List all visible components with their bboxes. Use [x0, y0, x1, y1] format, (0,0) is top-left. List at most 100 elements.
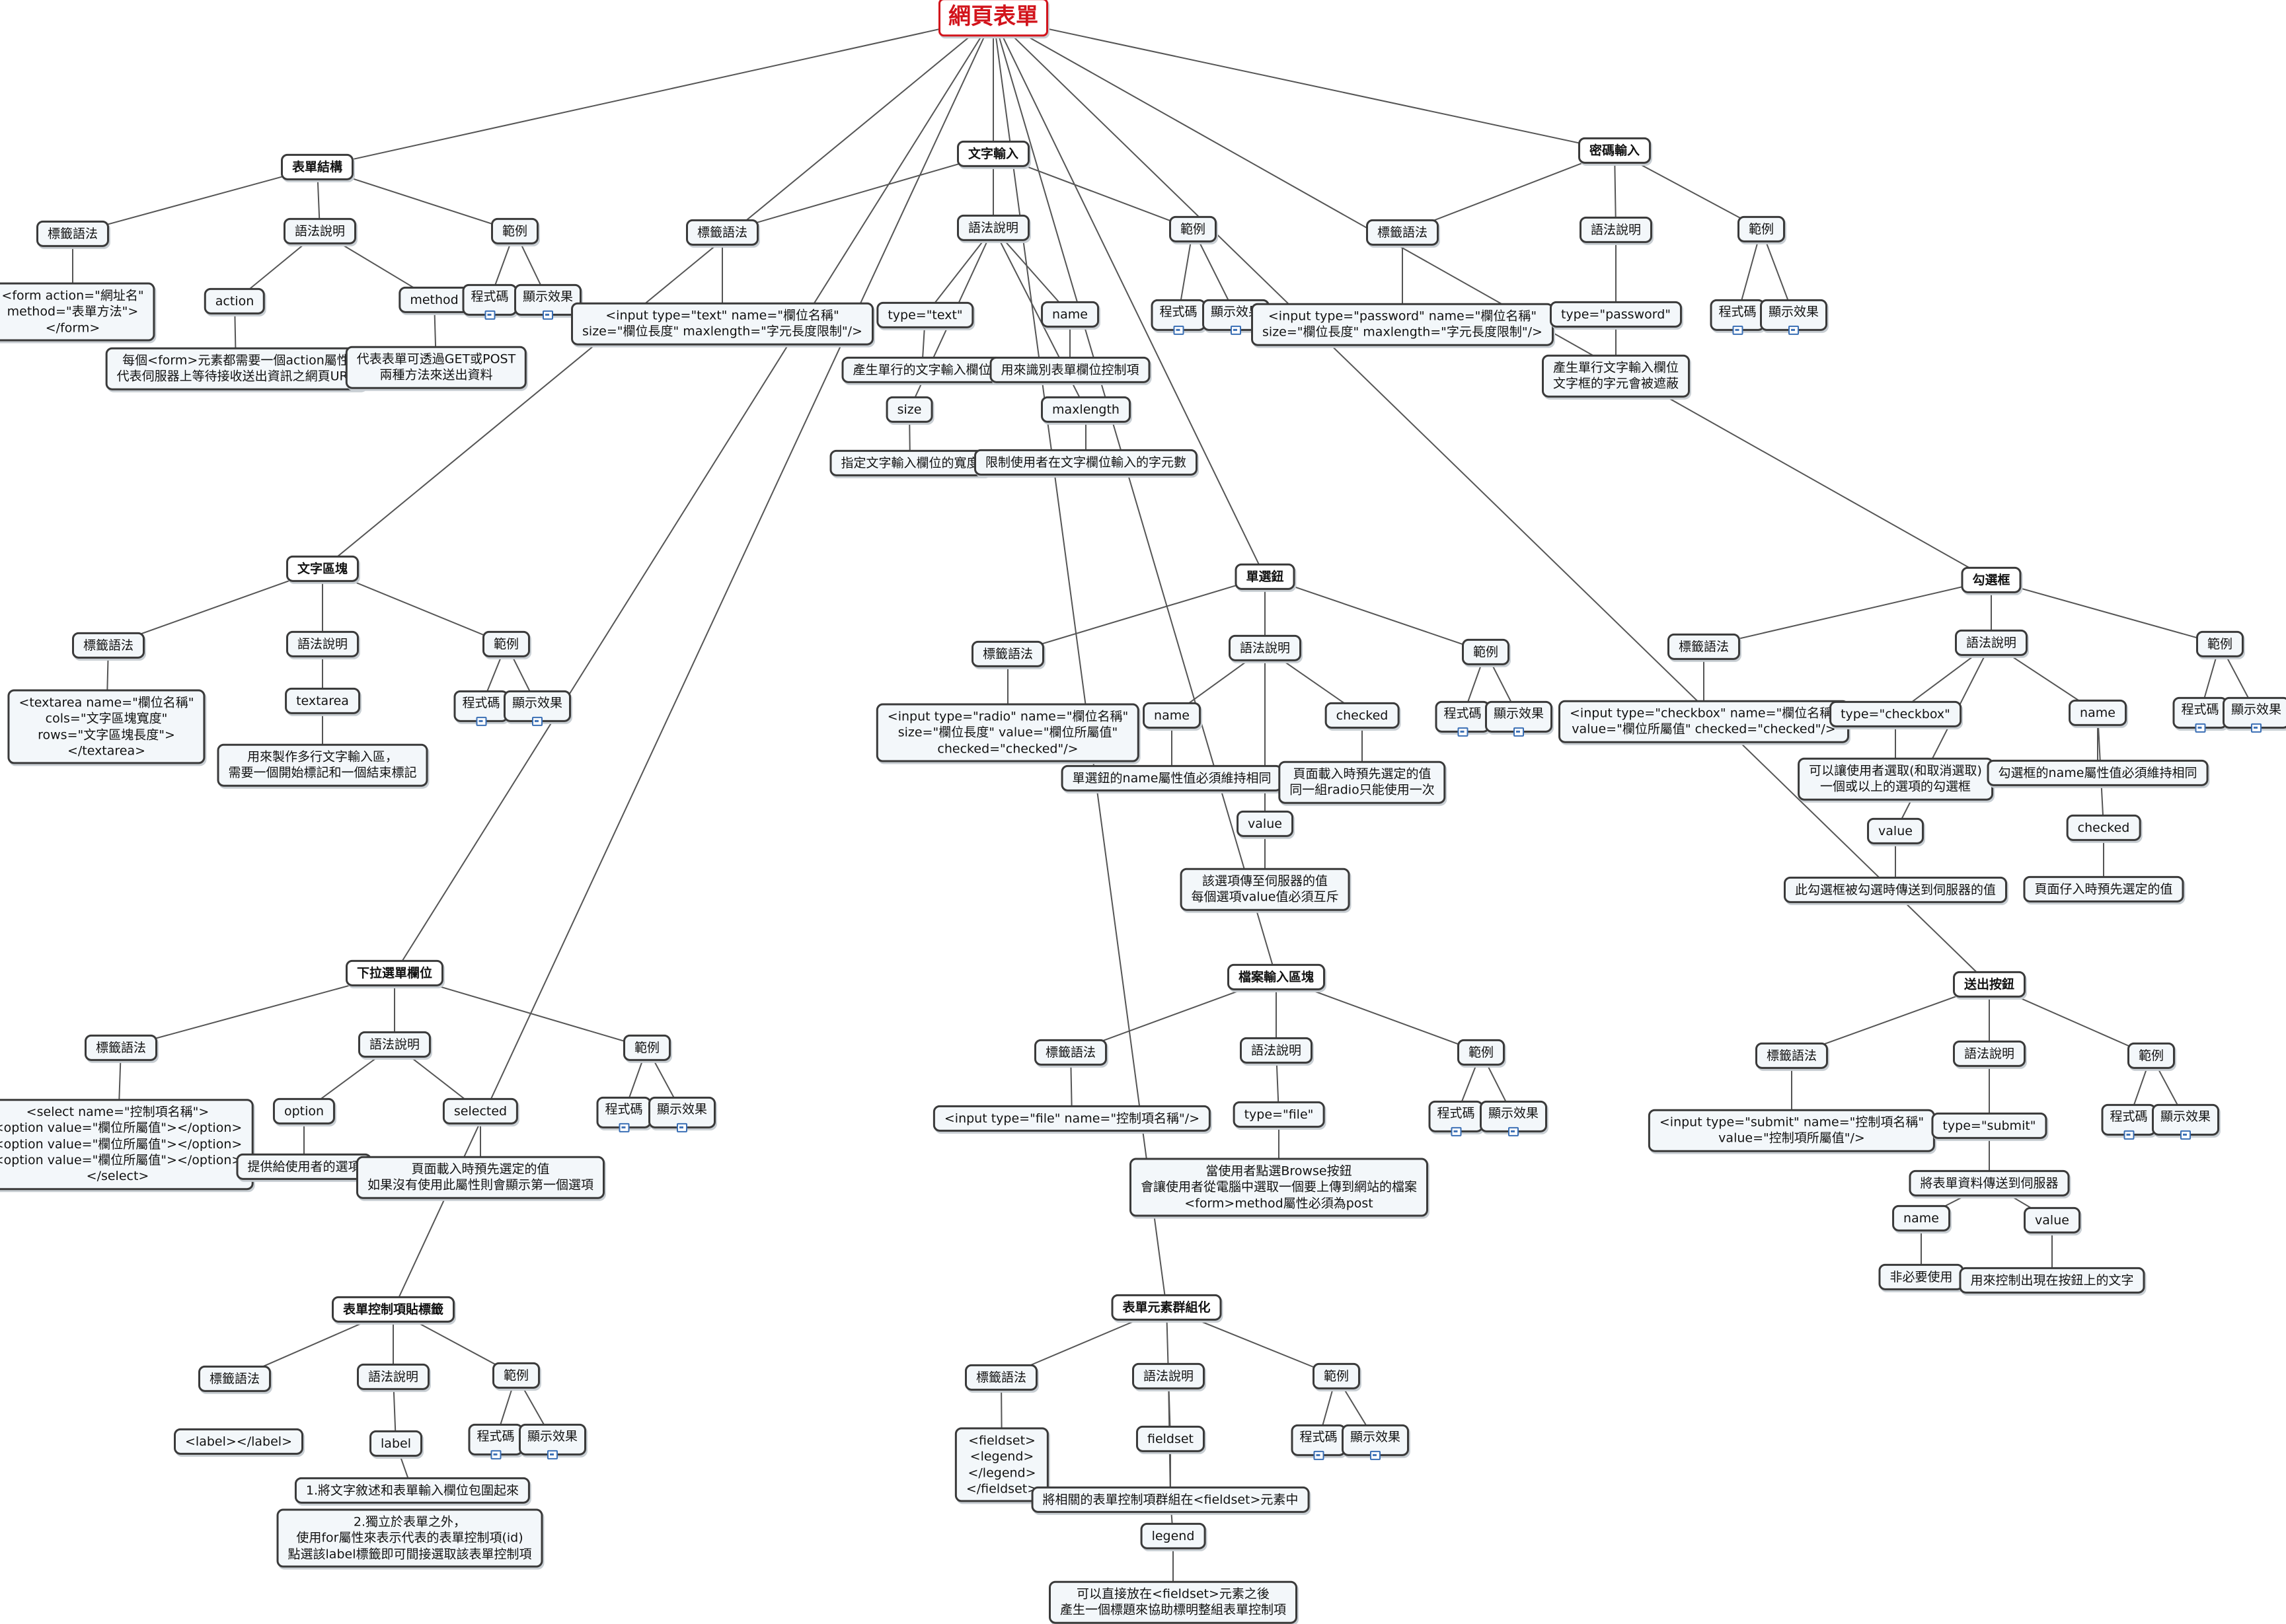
edge-pw-to-pw-tag — [1402, 150, 1615, 233]
node-text: 表單元素群組化 — [1122, 1300, 1211, 1315]
node-text: maxlength — [1052, 402, 1120, 417]
document-icon[interactable] — [2123, 1130, 2134, 1140]
node-fs-code: <form action="網址名" method="表單方法"> </form… — [0, 282, 155, 342]
document-icon[interactable] — [618, 1123, 629, 1133]
node-text: 範例 — [503, 1368, 529, 1383]
document-icon[interactable] — [2180, 1130, 2191, 1140]
document-icon[interactable] — [1172, 326, 1184, 336]
node-lb-ex: 範例 — [492, 1362, 541, 1389]
node-sel-res: 顯示效果 — [648, 1096, 716, 1133]
node-pw-ex: 範例 — [1737, 215, 1786, 243]
node-text: 顯示效果 — [1488, 1105, 1539, 1121]
node-fs-method-d: 代表表單可透過GET或POST 兩種方法來送出資料 — [345, 346, 527, 389]
node-cb-src: 程式碼 — [2172, 696, 2228, 733]
node-text: 程式碼 — [2110, 1109, 2148, 1124]
node-sel-opt: option — [272, 1097, 336, 1125]
node-text: <label></label> — [185, 1434, 292, 1449]
node-text: 勾選框 — [1972, 572, 2010, 587]
node-sb-tag: 標籤語法 — [1755, 1042, 1829, 1070]
node-ta: 文字區塊 — [286, 555, 360, 583]
document-icon[interactable] — [490, 1450, 501, 1460]
node-ta-code: <textarea name="欄位名稱" cols="文字區塊寬度" rows… — [7, 689, 206, 764]
node-text: 非必要使用 — [1889, 1269, 1953, 1284]
node-fi-syn: 語法說明 — [1239, 1037, 1313, 1064]
node-text: 標籤語法 — [1045, 1045, 1096, 1060]
node-fi-ex: 範例 — [1457, 1039, 1505, 1066]
node-text: 語法說明 — [1590, 222, 1642, 237]
node-text: 程式碼 — [2181, 702, 2219, 717]
document-icon[interactable] — [1732, 326, 1743, 336]
node-cb-checked-d: 頁面仔入時預先選定的值 — [2023, 875, 2184, 903]
node-text: 用來識別表單欄位控制項 — [1001, 362, 1139, 377]
node-text: 語法說明 — [1250, 1043, 1302, 1058]
node-pw: 密碼輸入 — [1578, 137, 1652, 165]
node-text: <input type="file" name="控制項名稱"/> — [944, 1111, 1200, 1126]
node-text: 可以直接放在<fieldset>元素之後 產生一個標題來協助標明整組表單控制項 — [1059, 1586, 1287, 1617]
document-icon[interactable] — [484, 311, 495, 320]
node-ti-maxl-d: 限制使用者在文字欄位輸入的字元數 — [973, 449, 1198, 476]
document-icon[interactable] — [1230, 326, 1241, 336]
node-cb-tag: 標籤語法 — [1667, 633, 1741, 661]
node-fg-tag: 標籤語法 — [964, 1364, 1038, 1391]
document-icon[interactable] — [547, 1450, 558, 1460]
document-icon[interactable] — [475, 717, 486, 727]
node-text: type="checkbox" — [1841, 706, 1950, 721]
edge-cb-to-cb-ex — [1991, 579, 2221, 645]
node-pw-type-d: 產生單行文字輸入欄位 文字框的字元會被遮蔽 — [1541, 354, 1691, 398]
document-icon[interactable] — [1457, 727, 1468, 737]
node-text: 標籤語法 — [1766, 1048, 1817, 1063]
node-fg-lg-d: 可以直接放在<fieldset>元素之後 產生一個標題來協助標明整組表單控制項 — [1048, 1580, 1298, 1624]
node-text: 網頁表單 — [948, 3, 1038, 30]
node-ra-name-d: 單選鈕的name屬性值必須維持相同 — [1061, 764, 1283, 792]
node-fg-src: 程式碼 — [1291, 1424, 1346, 1461]
node-ti: 文字輸入 — [956, 140, 1030, 168]
document-icon[interactable] — [542, 311, 553, 320]
node-lb-res: 顯示效果 — [518, 1423, 587, 1460]
node-text: 語法說明 — [1965, 635, 2017, 650]
node-ta-tag: 標籤語法 — [71, 632, 145, 659]
document-icon[interactable] — [2250, 723, 2262, 733]
node-text: 將相關的表單控制項群組在<fieldset>元素中 — [1042, 1492, 1299, 1507]
edge-root-to-ta — [322, 17, 994, 570]
node-sel-src: 程式碼 — [596, 1096, 652, 1133]
document-icon[interactable] — [2194, 723, 2205, 733]
edge-ti-to-ti-tag — [722, 153, 994, 233]
node-sel-ex: 範例 — [623, 1034, 671, 1062]
document-icon[interactable] — [1450, 1127, 1461, 1137]
node-text: 範例 — [634, 1040, 660, 1055]
node-sel-code: <select name="控制項名稱"> <option value="欄位所… — [0, 1099, 254, 1190]
node-sel-tag: 標籤語法 — [84, 1034, 158, 1062]
node-lb-label: label — [369, 1430, 422, 1458]
node-text: 1.將文字敘述和表單輸入欄位包圍起來 — [305, 1483, 519, 1498]
node-text: <input type="password" name="欄位名稱" size=… — [1262, 309, 1543, 340]
node-text: <input type="text" name="欄位名稱" size="欄位長… — [582, 308, 862, 339]
document-icon[interactable] — [1313, 1451, 1324, 1461]
node-text: <select name="控制項名稱"> <option value="欄位所… — [0, 1105, 243, 1184]
node-ra-checked-d: 頁面載入時預先選定的值 同一組radio只能使用一次 — [1278, 760, 1446, 804]
node-text: 顯示效果 — [2230, 702, 2282, 717]
document-icon[interactable] — [676, 1123, 687, 1133]
node-text: label — [381, 1436, 411, 1451]
edge-ti-syn-to-ti-name — [993, 227, 1071, 315]
node-fg-res: 顯示效果 — [1341, 1424, 1410, 1461]
node-text: value — [1878, 823, 1913, 838]
document-icon[interactable] — [1369, 1451, 1381, 1461]
node-cb-code: <input type="checkbox" name="欄位名稱" value… — [1558, 700, 1849, 743]
node-pw-syn: 語法說明 — [1579, 216, 1653, 244]
document-icon[interactable] — [1507, 1127, 1519, 1137]
node-text: option — [284, 1103, 324, 1119]
node-text: legend — [1151, 1528, 1195, 1543]
node-text: 2.獨立於表單之外， 使用for屬性來表示代表的表單控制項(id) 點選該lab… — [287, 1514, 532, 1562]
document-icon[interactable] — [531, 717, 543, 727]
node-text: 標籤語法 — [95, 1040, 147, 1055]
node-cb-type-d: 可以讓使用者選取(和取消選取) 一個或以上的選項的勾選框 — [1798, 757, 1993, 801]
node-text: 產生單行文字輸入欄位 文字框的字元會被遮蔽 — [1552, 360, 1679, 391]
node-text: 範例 — [1323, 1368, 1350, 1384]
node-text: textarea — [296, 693, 349, 708]
node-text: 範例 — [1748, 221, 1774, 237]
node-fs: 表單結構 — [280, 153, 354, 181]
document-icon[interactable] — [1513, 727, 1524, 737]
node-text: 範例 — [2207, 636, 2233, 651]
document-icon[interactable] — [1788, 326, 1799, 336]
node-cb-name-d: 勾選框的name屬性值必須維持相同 — [1987, 759, 2209, 787]
